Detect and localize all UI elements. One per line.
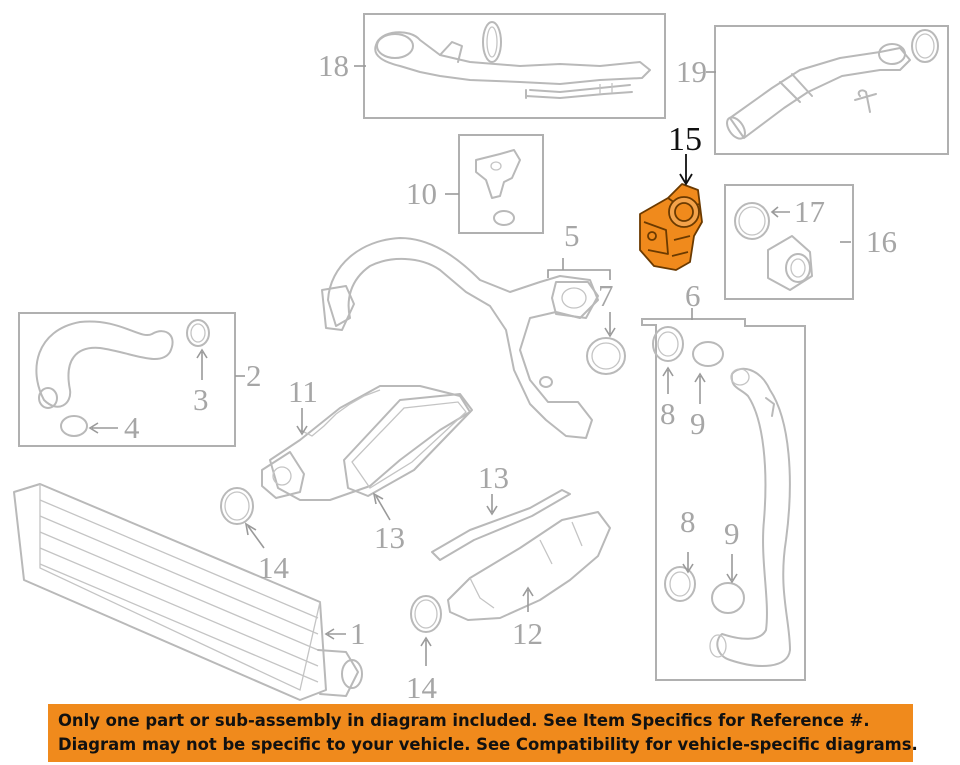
disclaimer-banner: Only one part or sub-assembly in diagram… [48,704,918,762]
group-box-10 [458,134,544,234]
callout-14b: 14 [406,670,438,705]
part-1-intercooler [13,483,363,701]
callout-9a: 9 [690,406,706,441]
callout-13a: 13 [478,460,509,495]
callout-9b: 9 [724,516,740,551]
part-12-manifold [410,489,611,633]
callout-18: 18 [318,48,349,83]
group-box-6 [641,318,806,681]
group-box-16 [724,184,854,300]
callout-6: 6 [685,278,701,313]
callout-10: 10 [406,176,437,211]
callout-3: 3 [193,382,209,417]
callout-11: 11 [288,374,318,409]
callout-8b: 8 [680,504,696,539]
callout-5: 5 [564,218,580,253]
callout-1: 1 [350,616,366,651]
callout-19: 19 [676,54,707,89]
part-15-throttle-housing [639,183,703,271]
callout-7: 7 [598,278,614,313]
disclaimer-line-1: Only one part or sub-assembly in diagram… [58,711,870,730]
part-10-bracket [475,149,521,226]
disclaimer-line-2: Diagram may not be specific to your vehi… [58,735,918,754]
part-5-intake-pipe [321,237,626,439]
leader-15 [679,154,693,186]
part-11-intake-manifold [220,385,473,525]
leader-lines [88,65,851,666]
part-2-boost-hose [35,319,210,437]
group-box-2 [18,312,236,447]
callout-12: 12 [512,616,543,651]
part-16-throttle-body [734,202,813,291]
callout-4: 4 [124,410,140,445]
callout-13b: 13 [374,520,405,555]
callout-17: 17 [794,194,825,229]
callout-14a: 14 [258,550,290,585]
part-19-inlet-tube [726,29,939,140]
callout-8a: 8 [660,396,676,431]
part-18-tube-assembly [374,21,651,99]
part-6-outlet-hose [652,326,791,667]
callout-2: 2 [246,358,262,393]
callout-16: 16 [866,224,897,259]
group-box-19 [714,25,949,155]
callout-15: 15 [668,121,702,158]
